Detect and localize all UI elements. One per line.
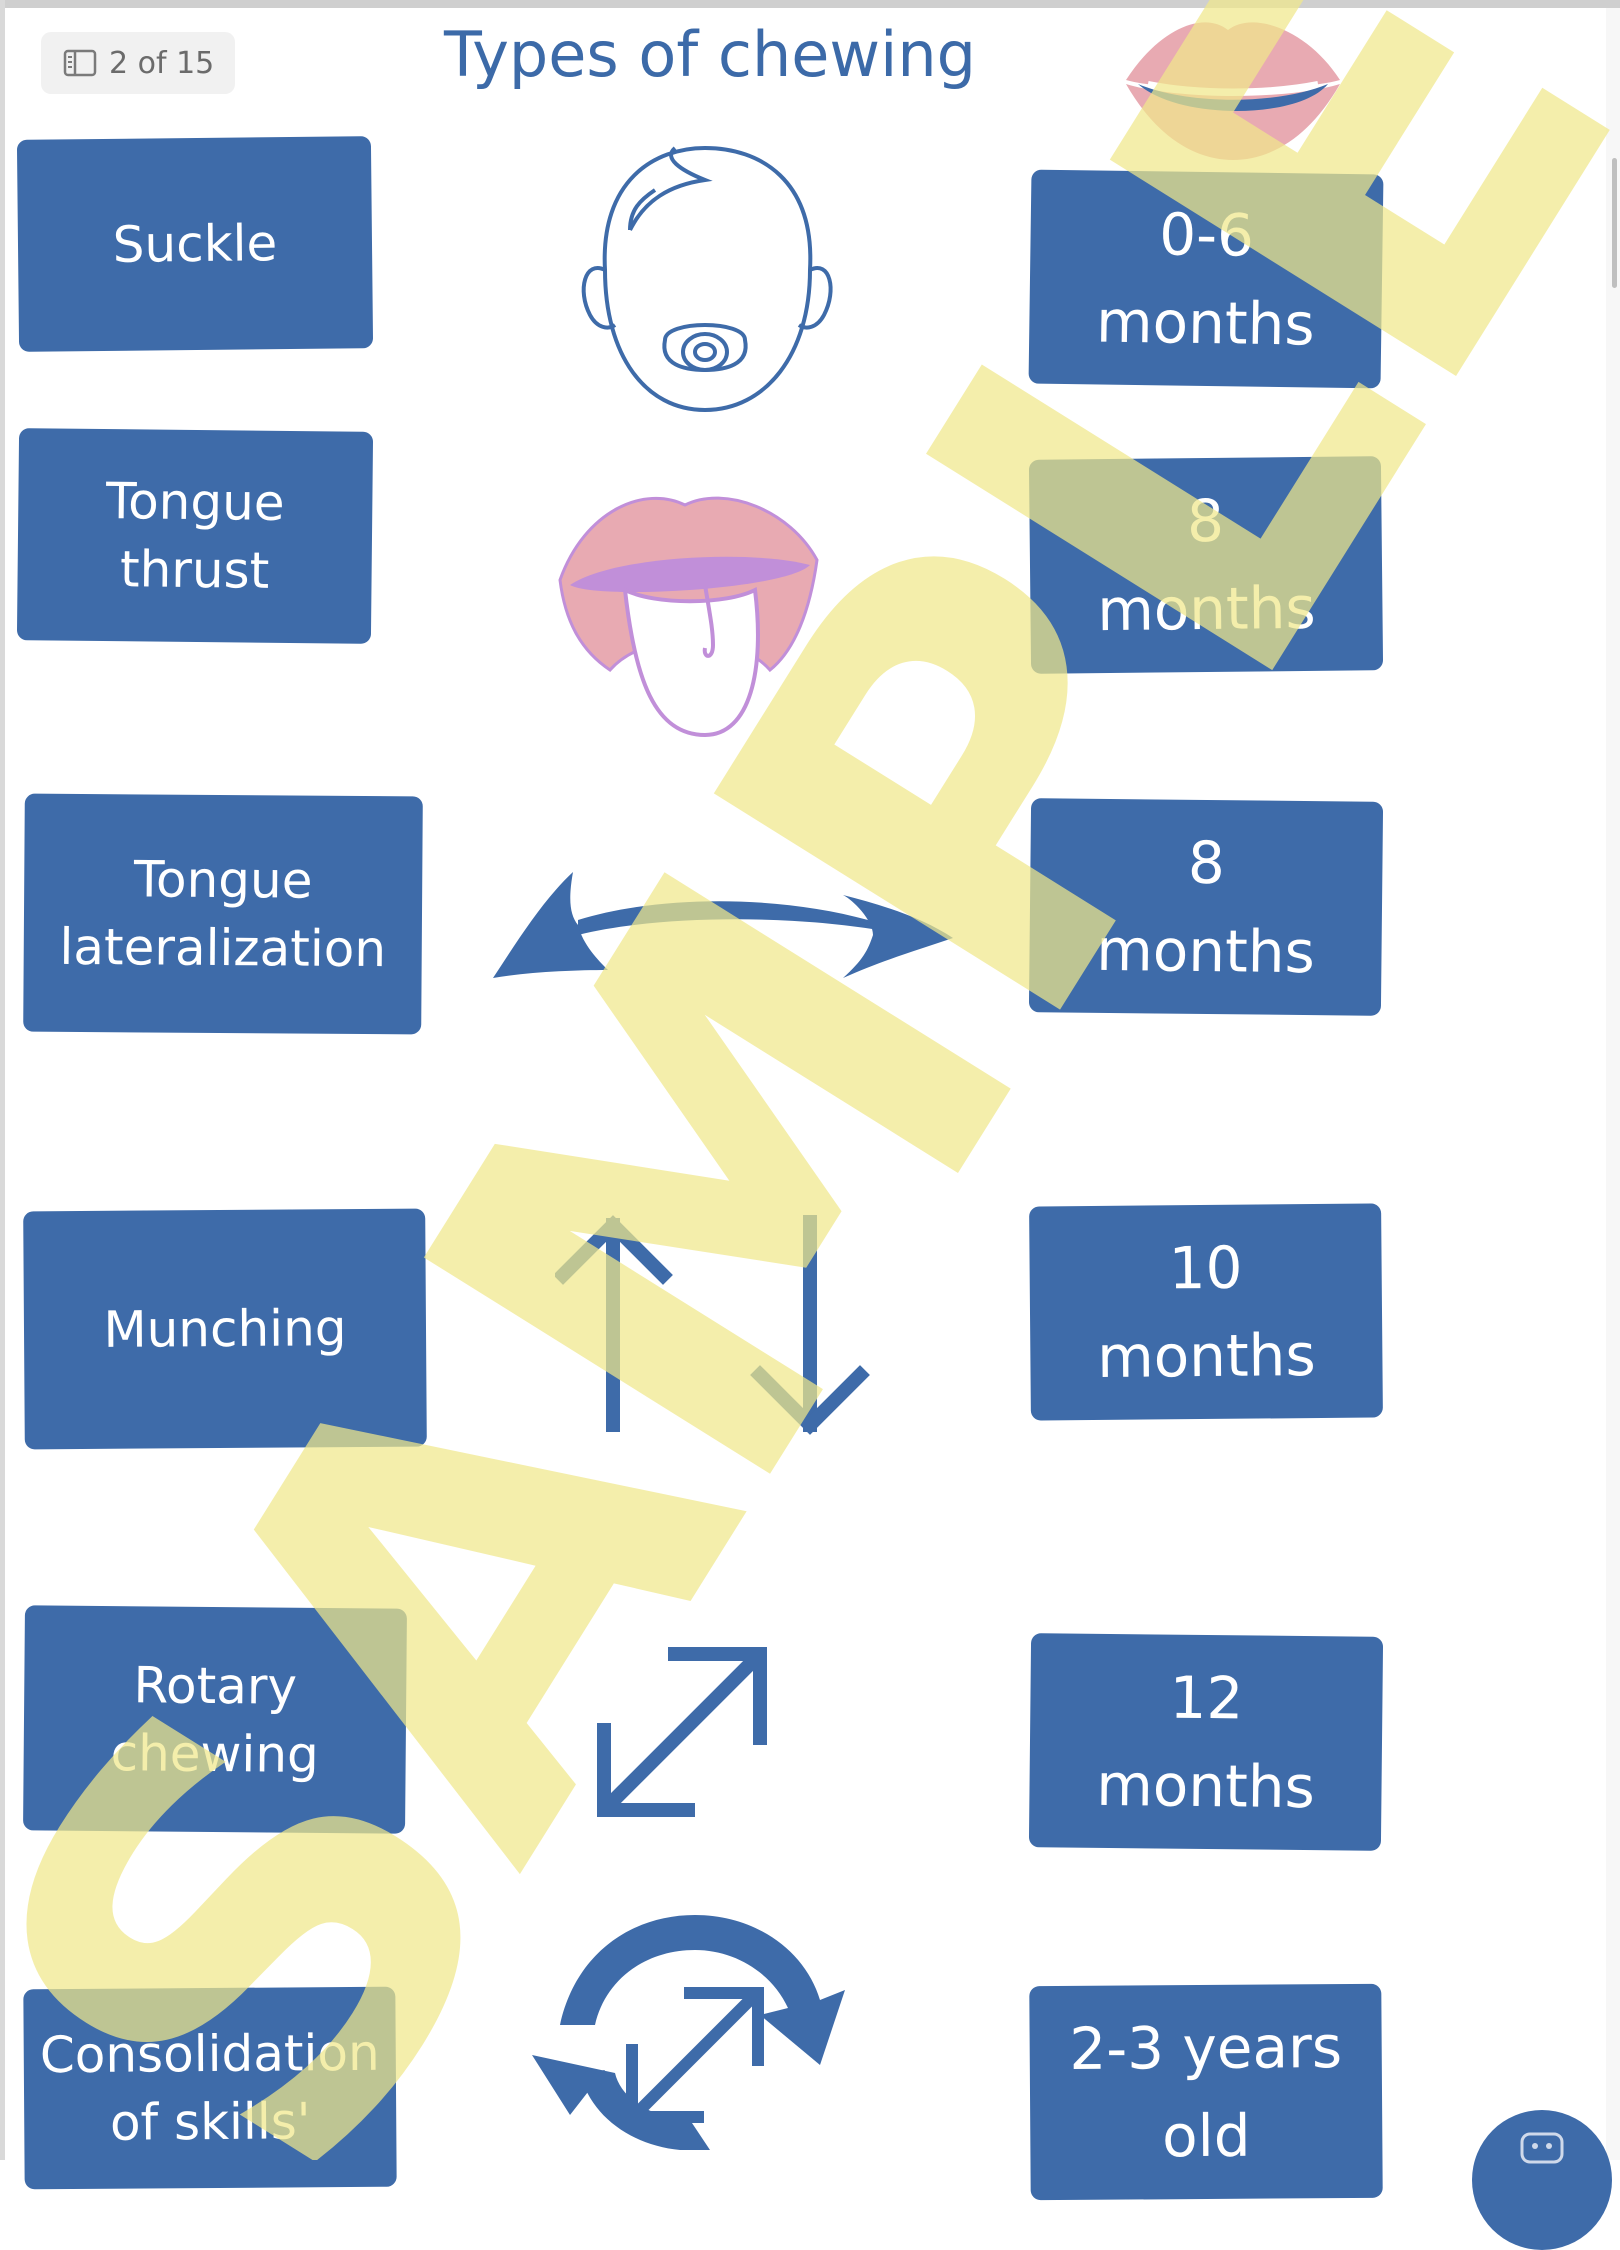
up-down-arrows-icon	[555, 1215, 870, 1435]
age-box-tongue-lateralization: 8 months	[1028, 798, 1384, 1016]
age-box-munching: 10 months	[1029, 1203, 1383, 1421]
scrollbar-thumb[interactable]	[1612, 158, 1617, 288]
skill-box-consolidation: Consolidation of skills'	[23, 1986, 397, 2190]
floating-action-button[interactable]	[1472, 2110, 1612, 2250]
skill-box-rotary-chewing: Rotary chewing	[23, 1605, 407, 1834]
double-curved-arrow-icon	[493, 872, 953, 978]
page-indicator-label: 2 of 15	[109, 45, 215, 81]
window-left-border	[0, 0, 5, 2160]
page-indicator[interactable]: 2 of 15	[41, 32, 235, 94]
age-label: 12 months	[1095, 1663, 1316, 1822]
age-label: 0-6 months	[1095, 200, 1316, 359]
circular-arrows-icon	[532, 1915, 845, 2150]
skill-label: Tongue lateralization	[59, 850, 387, 979]
skill-box-tongue-thrust: Tongue thrust	[16, 428, 374, 644]
sidebar-panel-icon	[63, 49, 97, 77]
skill-box-tongue-lateralization: Tongue lateralization	[23, 793, 423, 1035]
tongue-out-mouth-icon	[558, 496, 819, 738]
age-box-tongue-thrust: 8 months	[1028, 456, 1384, 674]
age-label: 2-3 years old	[1069, 2012, 1343, 2171]
age-box-consolidation: 2-3 years old	[1029, 1983, 1383, 2201]
skill-label: Tongue thrust	[105, 472, 285, 600]
skill-box-munching: Munching	[23, 1208, 427, 1450]
age-box-suckle: 0-6 months	[1028, 169, 1384, 389]
lips-icon	[1126, 22, 1340, 160]
age-box-rotary-chewing: 12 months	[1028, 1633, 1384, 1851]
age-label: 8 months	[1095, 828, 1316, 987]
vertical-scrollbar[interactable]	[1606, 8, 1620, 2160]
window-top-border	[0, 0, 1620, 8]
baby-pacifier-icon	[581, 145, 833, 413]
diagonal-double-arrow-icon	[597, 1647, 767, 1817]
skill-label: Suckle	[112, 214, 278, 274]
page-title: Types of chewing	[444, 18, 976, 91]
assistant-icon	[1520, 2132, 1564, 2164]
age-label: 10 months	[1096, 1233, 1316, 1391]
skill-box-suckle: Suckle	[16, 136, 374, 352]
skill-label: Consolidation of skills'	[39, 2023, 380, 2152]
skill-label: Munching	[103, 1299, 347, 1359]
age-label: 8 months	[1096, 486, 1317, 645]
skill-label: Rotary chewing	[110, 1655, 320, 1784]
